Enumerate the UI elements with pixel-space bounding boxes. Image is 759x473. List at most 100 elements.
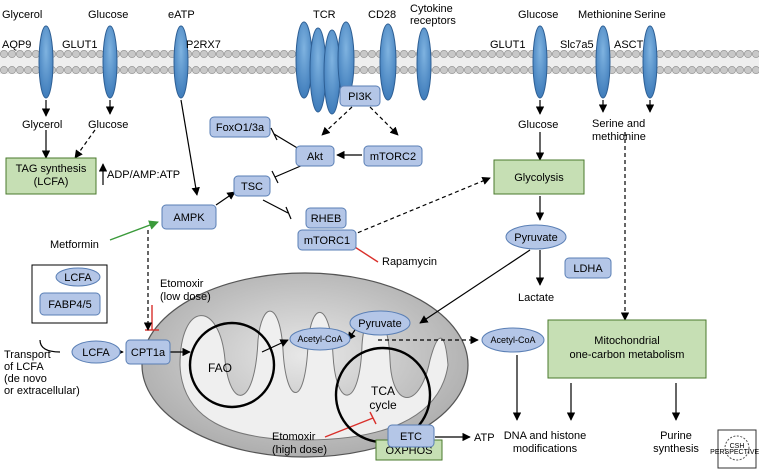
cd28-receptor bbox=[379, 23, 397, 101]
lipid-head bbox=[88, 66, 96, 74]
lipid-head bbox=[432, 50, 440, 58]
lipid-head bbox=[256, 50, 264, 58]
metabolite-nodes: LCFA LCFA Pyruvate Pyruvate Acetyl-CoA A… bbox=[55, 224, 567, 364]
lipid-head bbox=[512, 66, 520, 74]
lipid-head bbox=[720, 66, 728, 74]
lipid-head bbox=[208, 66, 216, 74]
lipid-head bbox=[16, 50, 24, 58]
lactate-label: Lactate bbox=[518, 292, 554, 304]
process-boxes: TAG synthesis(LCFA) Glycolysis Mitochond… bbox=[5, 157, 707, 461]
svg-text:mTORC1: mTORC1 bbox=[304, 235, 350, 247]
label-glut1-right: GLUT1 bbox=[490, 39, 525, 51]
glut1-transporter bbox=[102, 25, 118, 99]
svg-text:PI3K: PI3K bbox=[348, 91, 373, 103]
glucose-in-right-label: Glucose bbox=[518, 119, 558, 131]
lipid-head bbox=[480, 50, 488, 58]
svg-text:LCFA: LCFA bbox=[82, 347, 110, 359]
lipid-head bbox=[24, 50, 32, 58]
lipid-head bbox=[624, 66, 632, 74]
lipid-head bbox=[56, 50, 64, 58]
lipid-head bbox=[736, 66, 744, 74]
lipid-head bbox=[144, 66, 152, 74]
svg-text:FoxO1/3a: FoxO1/3a bbox=[216, 122, 265, 134]
aqp9-transporter bbox=[38, 25, 54, 99]
label-glucose-out-right: Glucose bbox=[518, 9, 558, 21]
lipid-head bbox=[288, 50, 296, 58]
lipid-head bbox=[744, 66, 752, 74]
lipid-head bbox=[632, 66, 640, 74]
fao-label: FAO bbox=[208, 361, 232, 375]
transporters bbox=[38, 21, 658, 115]
label-eatp: eATP bbox=[168, 9, 195, 21]
lipid-head bbox=[0, 66, 8, 74]
lipid-head bbox=[456, 50, 464, 58]
tcr-chain-1 bbox=[295, 21, 313, 99]
lipid-head bbox=[568, 66, 576, 74]
lipid-head bbox=[400, 66, 408, 74]
lipid-head bbox=[504, 50, 512, 58]
lipid-head bbox=[696, 50, 704, 58]
lipid-head bbox=[224, 66, 232, 74]
lipid-head bbox=[152, 50, 160, 58]
lipid-head bbox=[208, 50, 216, 58]
lipid-head bbox=[400, 50, 408, 58]
metformin-activation bbox=[109, 220, 159, 241]
lipid-head bbox=[64, 66, 72, 74]
label-glucose-out: Glucose bbox=[88, 9, 128, 21]
lipid-head bbox=[192, 50, 200, 58]
lipid-head bbox=[232, 66, 240, 74]
lipid-head bbox=[448, 50, 456, 58]
lipid-head bbox=[728, 66, 736, 74]
lipid-head bbox=[552, 50, 560, 58]
lipid-head bbox=[120, 50, 128, 58]
mtorc2-node: mTORC2 bbox=[363, 145, 423, 167]
etc-node: ETC bbox=[387, 424, 435, 448]
label-slc7a5: Slc7a5 bbox=[560, 39, 594, 51]
ampk-node: AMPK bbox=[161, 204, 217, 230]
etomoxir-low-label: Etomoxir(low dose) bbox=[160, 278, 211, 303]
mtorc1-node: mTORC1 bbox=[297, 229, 357, 251]
lipid-head bbox=[8, 50, 16, 58]
fabp-node: FABP4/5 bbox=[39, 292, 101, 316]
lipid-head bbox=[264, 66, 272, 74]
lipid-head bbox=[472, 66, 480, 74]
lipid-head bbox=[496, 50, 504, 58]
svg-text:Acetyl-CoA: Acetyl-CoA bbox=[297, 334, 342, 344]
signaling-nodes: PI3K FoxO1/3a Akt mTORC2 TSC AMPK RHEB m… bbox=[39, 85, 612, 448]
lipid-head bbox=[152, 66, 160, 74]
lipid-head bbox=[472, 50, 480, 58]
tcr-chain-3 bbox=[323, 29, 341, 115]
inhibition-lines bbox=[262, 127, 305, 220]
tsc-node: TSC bbox=[233, 175, 271, 197]
lipid-head bbox=[520, 66, 528, 74]
rapamycin-label: Rapamycin bbox=[382, 256, 437, 268]
lipid-head bbox=[32, 66, 40, 74]
lipid-head bbox=[240, 50, 248, 58]
lipid-head bbox=[576, 50, 584, 58]
svg-text:LCFA: LCFA bbox=[64, 272, 92, 284]
lipid-head bbox=[512, 50, 520, 58]
svg-text:CPT1a: CPT1a bbox=[131, 347, 166, 359]
lipid-head bbox=[360, 50, 368, 58]
glucose-in-label: Glucose bbox=[88, 119, 128, 131]
lipid-head bbox=[448, 66, 456, 74]
svg-text:LDHA: LDHA bbox=[573, 263, 603, 275]
lipid-head bbox=[72, 66, 80, 74]
lipid-head bbox=[96, 66, 104, 74]
lipid-head bbox=[664, 66, 672, 74]
lipid-head bbox=[440, 50, 448, 58]
cytokine-receptor bbox=[416, 27, 432, 101]
pyruvate-mito-node: Pyruvate bbox=[349, 310, 411, 336]
solid-arrows bbox=[39, 99, 681, 442]
lipid-head bbox=[80, 66, 88, 74]
lipid-head bbox=[248, 66, 256, 74]
acetyl-mito-node: Acetyl-CoA bbox=[289, 327, 351, 351]
lipid-head bbox=[120, 66, 128, 74]
lipid-head bbox=[744, 50, 752, 58]
lipid-head bbox=[752, 66, 759, 74]
label-aqp9: AQP9 bbox=[2, 39, 31, 51]
tag-synthesis-box bbox=[5, 157, 97, 195]
